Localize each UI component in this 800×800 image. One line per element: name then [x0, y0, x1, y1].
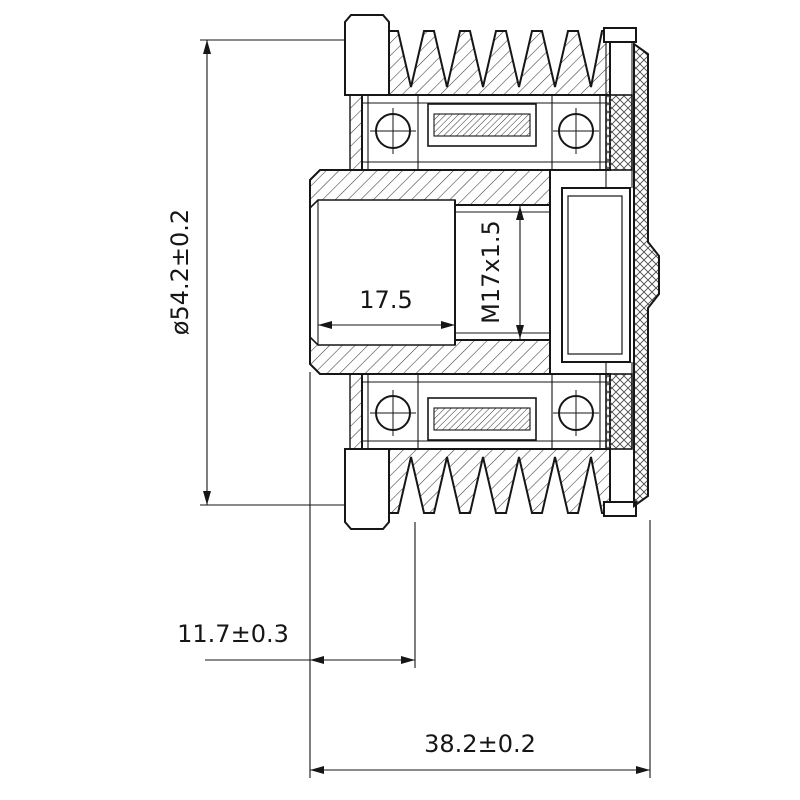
cap-section-bottom: [605, 373, 633, 450]
dust-cap: [561, 27, 660, 517]
diameter-label: ø54.2±0.2: [166, 209, 194, 335]
flange-bottom: [344, 448, 390, 530]
bearing-race-lines: [362, 95, 610, 170]
cap-rim-bottom: [603, 501, 637, 517]
bearing-race-lines: [362, 374, 610, 449]
dimension-bore-depth: 17.5: [318, 286, 455, 329]
arrowhead-down: [203, 491, 211, 505]
offset-label: 11.7±0.3: [177, 620, 289, 648]
roller-pack-hatch: [433, 407, 531, 431]
arrowhead-down: [516, 325, 524, 339]
bore-step-lines: [454, 200, 550, 345]
thread-label: M17x1.5: [477, 220, 505, 324]
cap-connector-lines: [605, 42, 633, 374]
arrowhead-right: [401, 656, 415, 664]
arrowhead-left: [310, 766, 324, 774]
arrowhead-left: [318, 321, 332, 329]
dimensions: ø54.2±0.2 17.5 M17x1.5 11.7±0.3: [166, 39, 651, 778]
arrowhead-left: [310, 656, 324, 664]
flange-top: [344, 14, 390, 96]
rivet-left-cross: [370, 390, 416, 436]
dim-lines: [200, 39, 345, 506]
roller-pack-hatch: [433, 113, 531, 137]
overall-width-label: 38.2±0.2: [424, 730, 536, 758]
arrowhead-up: [203, 40, 211, 54]
bearing-bottom: [361, 373, 611, 450]
arrowhead-right: [441, 321, 455, 329]
bearing-top: [361, 94, 611, 171]
rivet-left-cross: [370, 108, 416, 154]
cap-end-wall-inner: [567, 195, 623, 355]
dim-lines: [310, 520, 651, 778]
cap-end-wall: [561, 187, 631, 363]
cap-rim-top: [603, 27, 637, 43]
rivet-right-cross: [553, 390, 599, 436]
belt-ribs-top: [388, 30, 611, 96]
belt-ribs-bottom: [388, 448, 611, 514]
cap-right-wall: [633, 42, 660, 508]
rivet-right-cross: [553, 108, 599, 154]
threaded-bore: [317, 200, 550, 345]
bore-depth-label: 17.5: [359, 286, 412, 314]
dimension-thread: M17x1.5: [477, 206, 524, 339]
thread-root-lines: [317, 200, 550, 345]
dimension-diameter: ø54.2±0.2: [166, 39, 345, 506]
arrowhead-up: [516, 206, 524, 220]
arrowhead-right: [636, 766, 650, 774]
dimension-offset: 11.7±0.3: [177, 372, 416, 778]
pulley-section: [309, 14, 660, 530]
dimension-overall-width: 38.2±0.2: [310, 520, 651, 778]
cap-section-top: [605, 94, 633, 171]
